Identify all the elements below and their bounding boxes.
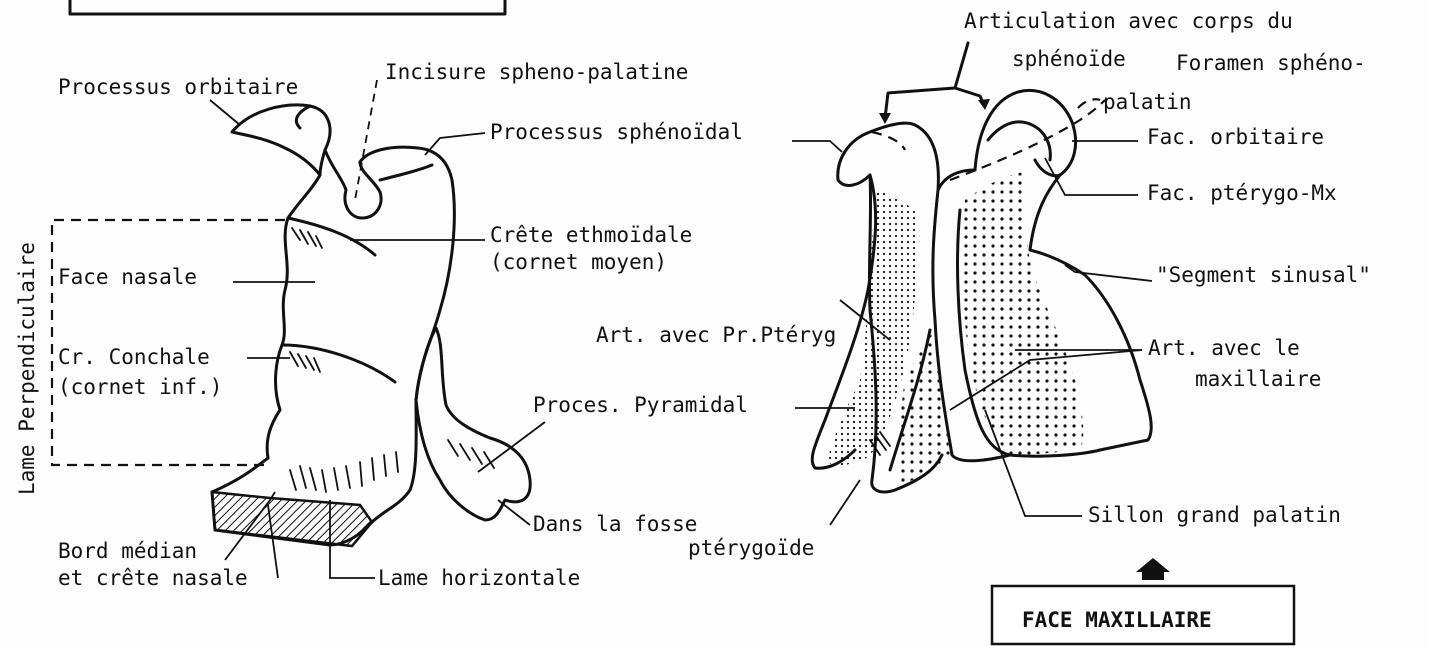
label-segment-sinusal: "Segment sinusal": [1156, 263, 1371, 287]
label-pterygoide: ptérygoïde: [688, 536, 814, 560]
label-fac-orbitaire: Fac. orbitaire: [1147, 125, 1324, 149]
left-bone-drawing: [212, 105, 530, 546]
label-cr-conchale: Cr. Conchale: [58, 345, 210, 369]
label-palatin: palatin: [1103, 90, 1192, 114]
label-crete-nasale: et crête nasale: [58, 566, 248, 590]
label-proces-pyramidal: Proces. Pyramidal: [533, 393, 748, 417]
label-processus-orbitaire: Processus orbitaire: [58, 75, 298, 99]
articulation-bracket: [879, 43, 990, 124]
label-lame-perpendiculaire: Lame Perpendiculaire: [15, 242, 39, 495]
right-bone-drawing: [812, 90, 1151, 491]
label-cornet-inf: (cornet inf.): [58, 375, 222, 399]
label-processus-sphenoidal: Processus sphénoïdal: [490, 120, 743, 144]
label-fac-pterygo: Fac. ptérygo-Mx: [1147, 181, 1337, 205]
label-lame-horizontale: Lame horizontale: [378, 566, 580, 590]
lame-perpendiculaire-bracket: [52, 220, 285, 465]
label-maxillaire: maxillaire: [1195, 367, 1321, 391]
label-sillon: Sillon grand palatin: [1088, 503, 1341, 527]
view-caption: FACE MAXILLAIRE: [1022, 608, 1212, 632]
label-cornet-moyen: (cornet moyen): [490, 250, 667, 274]
label-bord-median: Bord médian: [58, 539, 197, 563]
label-dans-la-fosse: Dans la fosse: [533, 512, 697, 536]
label-articulation: Articulation avec corps du: [964, 9, 1293, 33]
title-frame-fragment: [70, 0, 505, 14]
up-arrow-icon: [1136, 558, 1170, 580]
label-art-pr-pterygo: Art. avec Pr.Ptéryg: [596, 323, 836, 347]
label-incisure: Incisure spheno-palatine: [385, 60, 688, 84]
label-art-maxillaire: Art. avec le: [1148, 336, 1300, 360]
label-crete-ethmoidale: Crête ethmoïdale: [490, 223, 692, 247]
label-foramen: Foramen sphéno-: [1176, 51, 1366, 75]
label-face-nasale: Face nasale: [58, 265, 197, 289]
label-sphenoide: sphénoïde: [1012, 47, 1126, 71]
